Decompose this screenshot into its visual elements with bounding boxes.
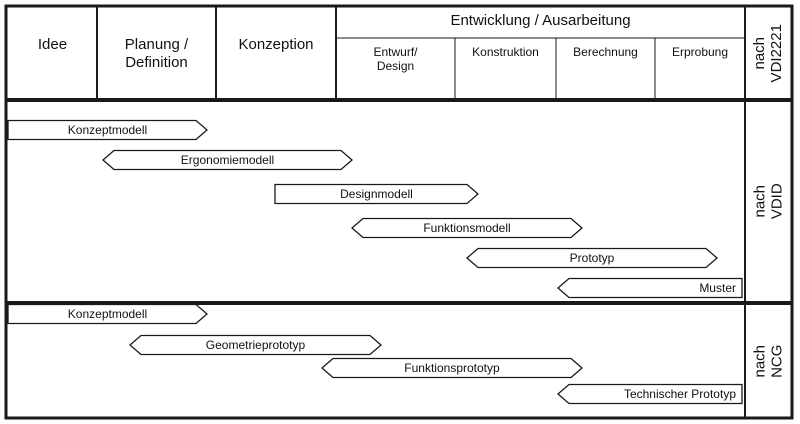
ncg-bar-label-technischer-prototyp: Technischer Prototyp xyxy=(624,387,736,401)
vdid-bar-label-ergonomiemodell: Ergonomiemodell xyxy=(181,153,274,167)
subphase-erprobung: Erprobung xyxy=(671,45,729,59)
ncg-bar-technischer-prototyp xyxy=(557,383,743,405)
vdid-bar-ergonomiemodell xyxy=(102,149,353,171)
vdid-bar-label-designmodell: Designmodell xyxy=(340,187,413,201)
phase-planung-definition: Planung / Definition xyxy=(124,36,189,71)
vdid-bar-label-konzeptmodell: Konzeptmodell xyxy=(68,123,147,137)
subphase-entwurf-design: Entwurf/ Design xyxy=(373,45,418,74)
vdid-bar-prototyp xyxy=(466,247,718,269)
ncg-bar-label-geometrieprototyp: Geometrieprototyp xyxy=(206,338,306,352)
ncg-bar-geometrieprototyp xyxy=(129,334,382,356)
phase-konzeption: Konzeption xyxy=(238,36,314,53)
vdid-bar-funktionsmodell xyxy=(351,217,583,239)
vdid-bar-muster xyxy=(557,277,743,299)
ncg-bar-label-konzeptmodell: Konzeptmodell xyxy=(68,307,147,321)
vdid-bar-designmodell xyxy=(274,183,479,205)
vdid-bar-label-muster: Muster xyxy=(699,281,736,295)
vdid-bar-label-prototyp: Prototyp xyxy=(570,251,615,265)
vdid-bar-label-funktionsmodell: Funktionsmodell xyxy=(423,221,510,235)
development-title: Entwicklung / Ausarbeitung xyxy=(450,12,631,29)
phase-idee: Idee xyxy=(37,36,68,53)
vdid-bar-konzeptmodell xyxy=(7,119,208,141)
subphase-konstruktion: Konstruktion xyxy=(472,45,539,59)
outer-frame xyxy=(4,4,794,420)
ncg-bar-label-funktionsprototyp: Funktionsprototyp xyxy=(404,361,500,375)
ncg-bar-konzeptmodell xyxy=(7,303,208,325)
ncg-bar-funktionsprototyp xyxy=(321,357,583,379)
subphase-berechnung: Berechnung xyxy=(573,45,638,59)
